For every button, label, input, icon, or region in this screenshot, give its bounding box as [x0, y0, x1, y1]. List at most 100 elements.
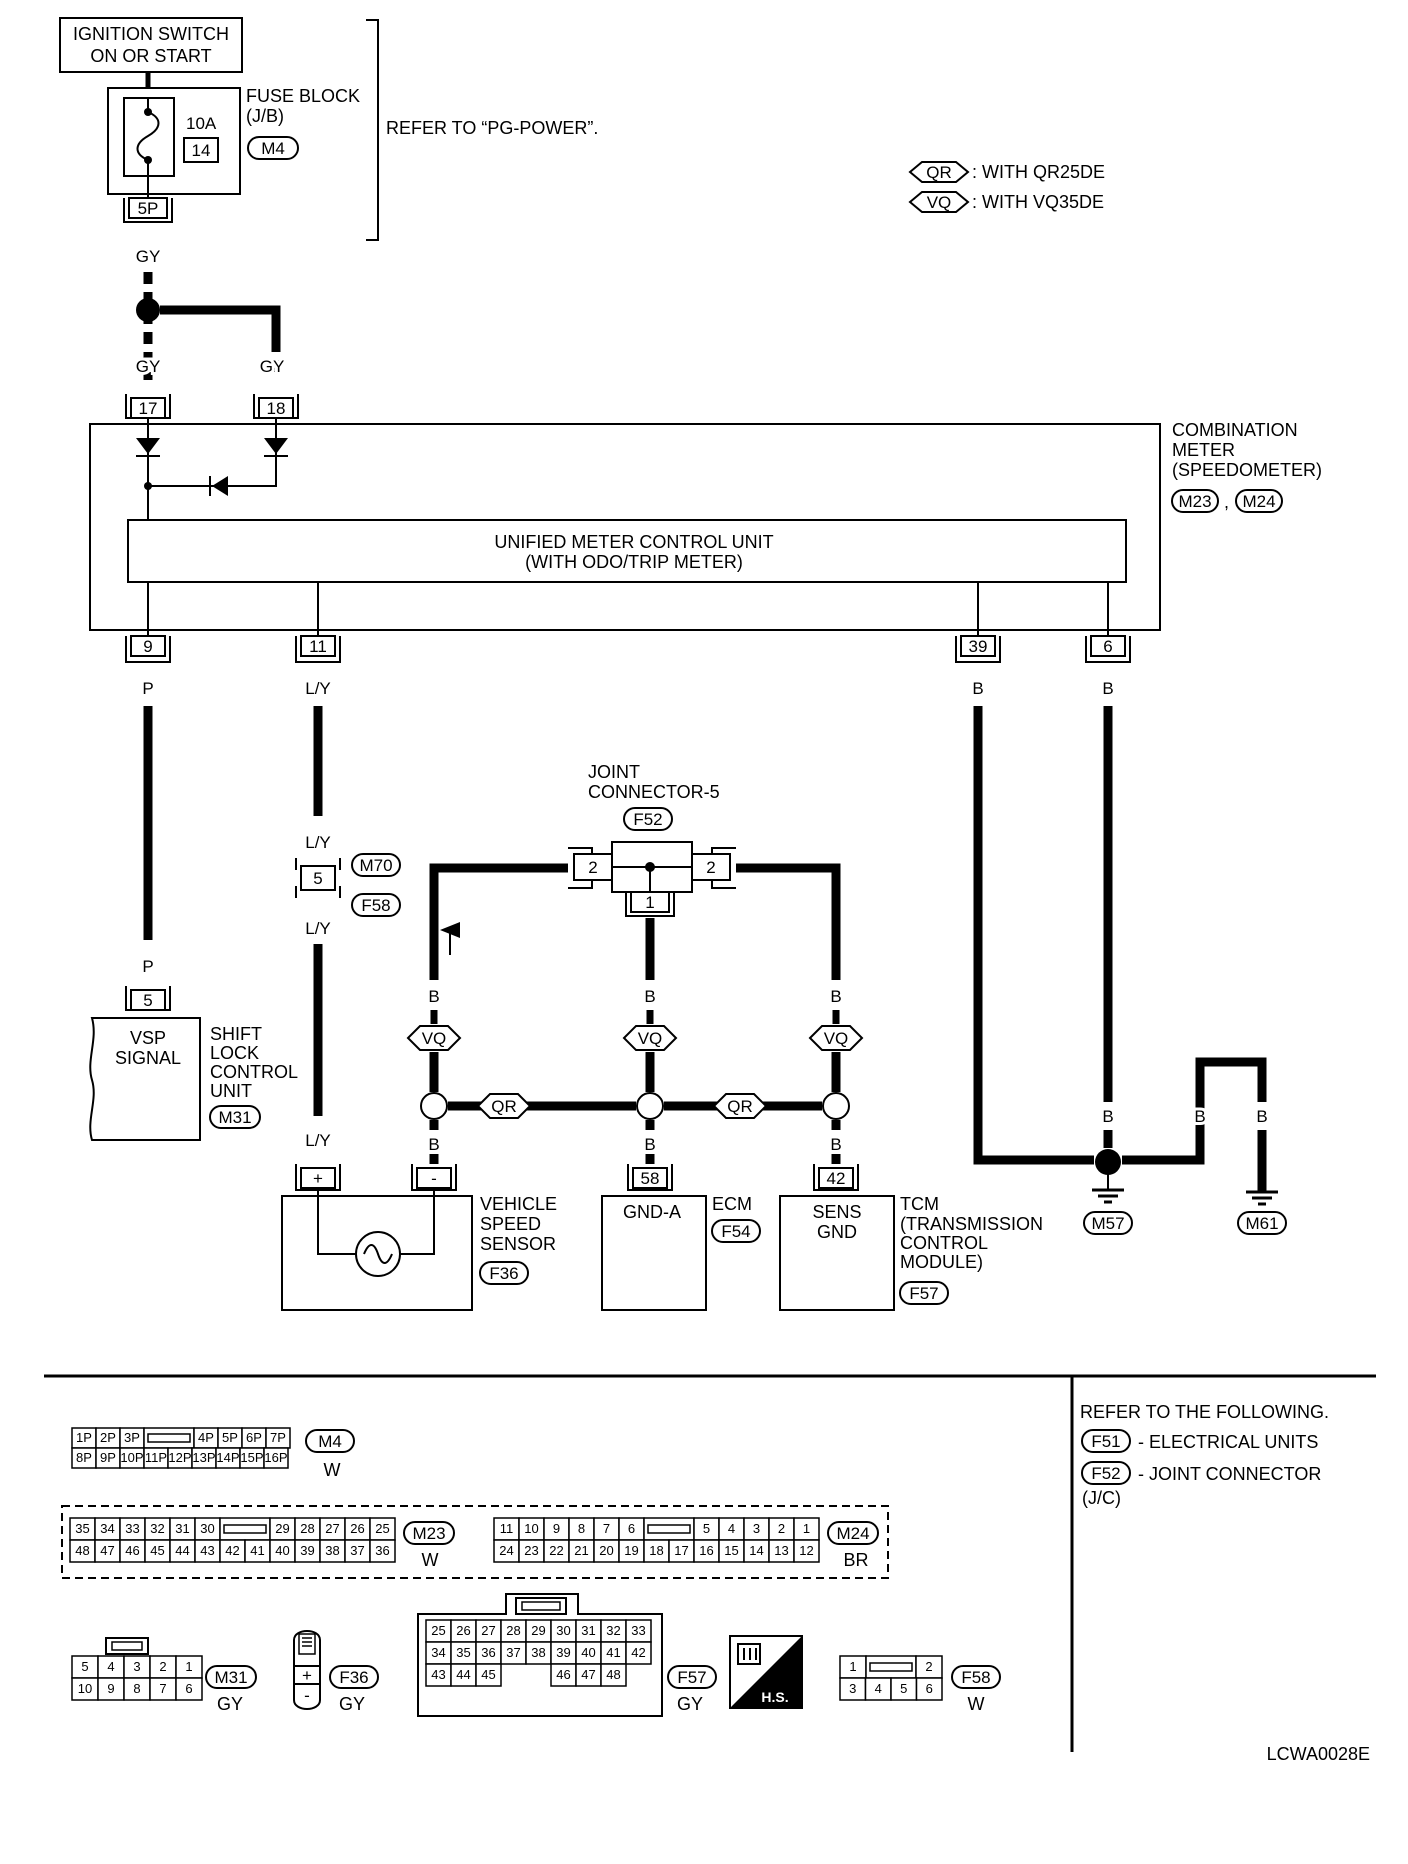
pin-label: 1P — [76, 1430, 92, 1445]
connector-pin — [369, 1539, 396, 1563]
svg-text:5P: 5P — [138, 199, 159, 218]
diagram-code: LCWA0028E — [1267, 1744, 1370, 1764]
svg-text:17: 17 — [139, 399, 158, 418]
pin-label: 13P — [192, 1450, 215, 1465]
vehicle-speed-sensor — [281, 1190, 473, 1311]
splice-point — [136, 298, 160, 322]
pin-label: 2 — [778, 1521, 785, 1536]
pin-label: 2P — [100, 1430, 116, 1445]
svg-text:(J/B): (J/B) — [246, 106, 284, 126]
pin-label: 37 — [506, 1645, 520, 1660]
vq-tag-left: VQ — [406, 1010, 462, 1092]
svg-text:L/Y: L/Y — [305, 1131, 331, 1150]
svg-text:VQ: VQ — [638, 1029, 663, 1048]
pin-label: 16P — [264, 1450, 287, 1465]
svg-text:SPEED: SPEED — [480, 1214, 541, 1234]
pin-label: 43 — [200, 1543, 214, 1558]
harness-side-symbol: H.S. — [729, 1635, 803, 1709]
pin-label: 19 — [624, 1543, 638, 1558]
svg-text:L/Y: L/Y — [305, 833, 331, 852]
svg-text:MODULE): MODULE) — [900, 1252, 983, 1272]
diode-icon — [264, 438, 288, 454]
svg-text:(WITH ODO/TRIP METER): (WITH ODO/TRIP METER) — [525, 552, 743, 572]
pin-label: 5P — [222, 1430, 238, 1445]
pin-label: 10 — [524, 1521, 538, 1536]
svg-text:SENS: SENS — [812, 1202, 861, 1222]
pin-label: 27 — [325, 1521, 339, 1536]
m4-badge: M4 W — [305, 1429, 355, 1480]
wire-b-right — [736, 863, 841, 980]
wire-gy-branch — [160, 305, 281, 340]
pin-label: 45 — [481, 1667, 495, 1682]
svg-text:METER: METER — [1172, 440, 1235, 460]
svg-text:LOCK: LOCK — [210, 1043, 259, 1063]
svg-text:CONNECTOR-5: CONNECTOR-5 — [588, 782, 720, 802]
svg-text:SHIFT: SHIFT — [210, 1024, 262, 1044]
pin-label: 8 — [133, 1681, 140, 1696]
svg-text:GY: GY — [217, 1694, 243, 1714]
svg-text:CONTROL: CONTROL — [210, 1062, 298, 1082]
pin-label: 28 — [300, 1521, 314, 1536]
connector-latch — [147, 1433, 191, 1443]
refer-bracket — [366, 19, 379, 241]
connector-pin — [475, 1663, 502, 1687]
pin-label: 36 — [375, 1543, 389, 1558]
svg-text:B: B — [428, 1135, 439, 1154]
pin-label: 16 — [699, 1543, 713, 1558]
svg-text:9: 9 — [143, 637, 152, 656]
svg-text:M57: M57 — [1091, 1214, 1124, 1233]
pin-label: 27 — [481, 1623, 495, 1638]
svg-text:5: 5 — [313, 869, 322, 888]
pin-label: 7 — [159, 1681, 166, 1696]
pin-label: 30 — [556, 1623, 570, 1638]
svg-text:F58: F58 — [961, 1668, 990, 1687]
svg-text:B: B — [644, 1135, 655, 1154]
svg-text:GND: GND — [817, 1222, 857, 1242]
legend-qr: QR : WITH QR25DE — [908, 161, 1105, 183]
pin-label: 2 — [925, 1659, 932, 1674]
pin-label: 10 — [78, 1681, 92, 1696]
joint-conn-badge: F52 — [623, 807, 673, 831]
pin-label: 33 — [631, 1623, 645, 1638]
pin-label: 9 — [553, 1521, 560, 1536]
shift-lock-conn-badge: M31 — [209, 1105, 261, 1129]
pin-label: 42 — [631, 1645, 645, 1660]
svg-text:GY: GY — [260, 357, 285, 376]
svg-text:VSP: VSP — [130, 1028, 166, 1048]
f57-badge: F57 GY — [667, 1665, 717, 1714]
combination-meter: UNIFIED METER CONTROL UNIT (WITH ODO/TRI… — [89, 418, 1161, 636]
svg-text:F52: F52 — [633, 810, 662, 829]
svg-text:GY: GY — [677, 1694, 703, 1714]
svg-text:14: 14 — [192, 141, 211, 160]
pin-label: 12 — [799, 1543, 813, 1558]
pin-label: 25 — [375, 1521, 389, 1536]
svg-text:W: W — [422, 1550, 439, 1570]
pin-label: 20 — [599, 1543, 613, 1558]
pin-label: 28 — [506, 1623, 520, 1638]
svg-text:6: 6 — [1103, 637, 1112, 656]
svg-text:1: 1 — [645, 893, 654, 912]
svg-text:F51: F51 — [1091, 1432, 1120, 1451]
fuse-block: 10A 14 — [107, 87, 241, 198]
pin-label: 40 — [581, 1645, 595, 1660]
pin-label: 15P — [240, 1450, 263, 1465]
tcm-conn-badge: F57 — [899, 1281, 949, 1305]
f36-badge: F36 GY — [329, 1665, 379, 1714]
svg-text:M61: M61 — [1245, 1214, 1278, 1233]
pin-label: 18 — [649, 1543, 663, 1558]
svg-text:W: W — [324, 1460, 341, 1480]
svg-text:+: + — [302, 1666, 312, 1685]
qr-tag-right: QR — [712, 1093, 768, 1119]
svg-text:VEHICLE: VEHICLE — [480, 1194, 557, 1214]
pin-label: 48 — [75, 1543, 89, 1558]
svg-text:F57: F57 — [677, 1668, 706, 1687]
ecm-conn-badge: F54 — [711, 1219, 761, 1243]
svg-text:QR: QR — [491, 1097, 517, 1116]
svg-text:-: - — [304, 1686, 310, 1705]
m31-badge: M31 GY — [205, 1665, 257, 1714]
